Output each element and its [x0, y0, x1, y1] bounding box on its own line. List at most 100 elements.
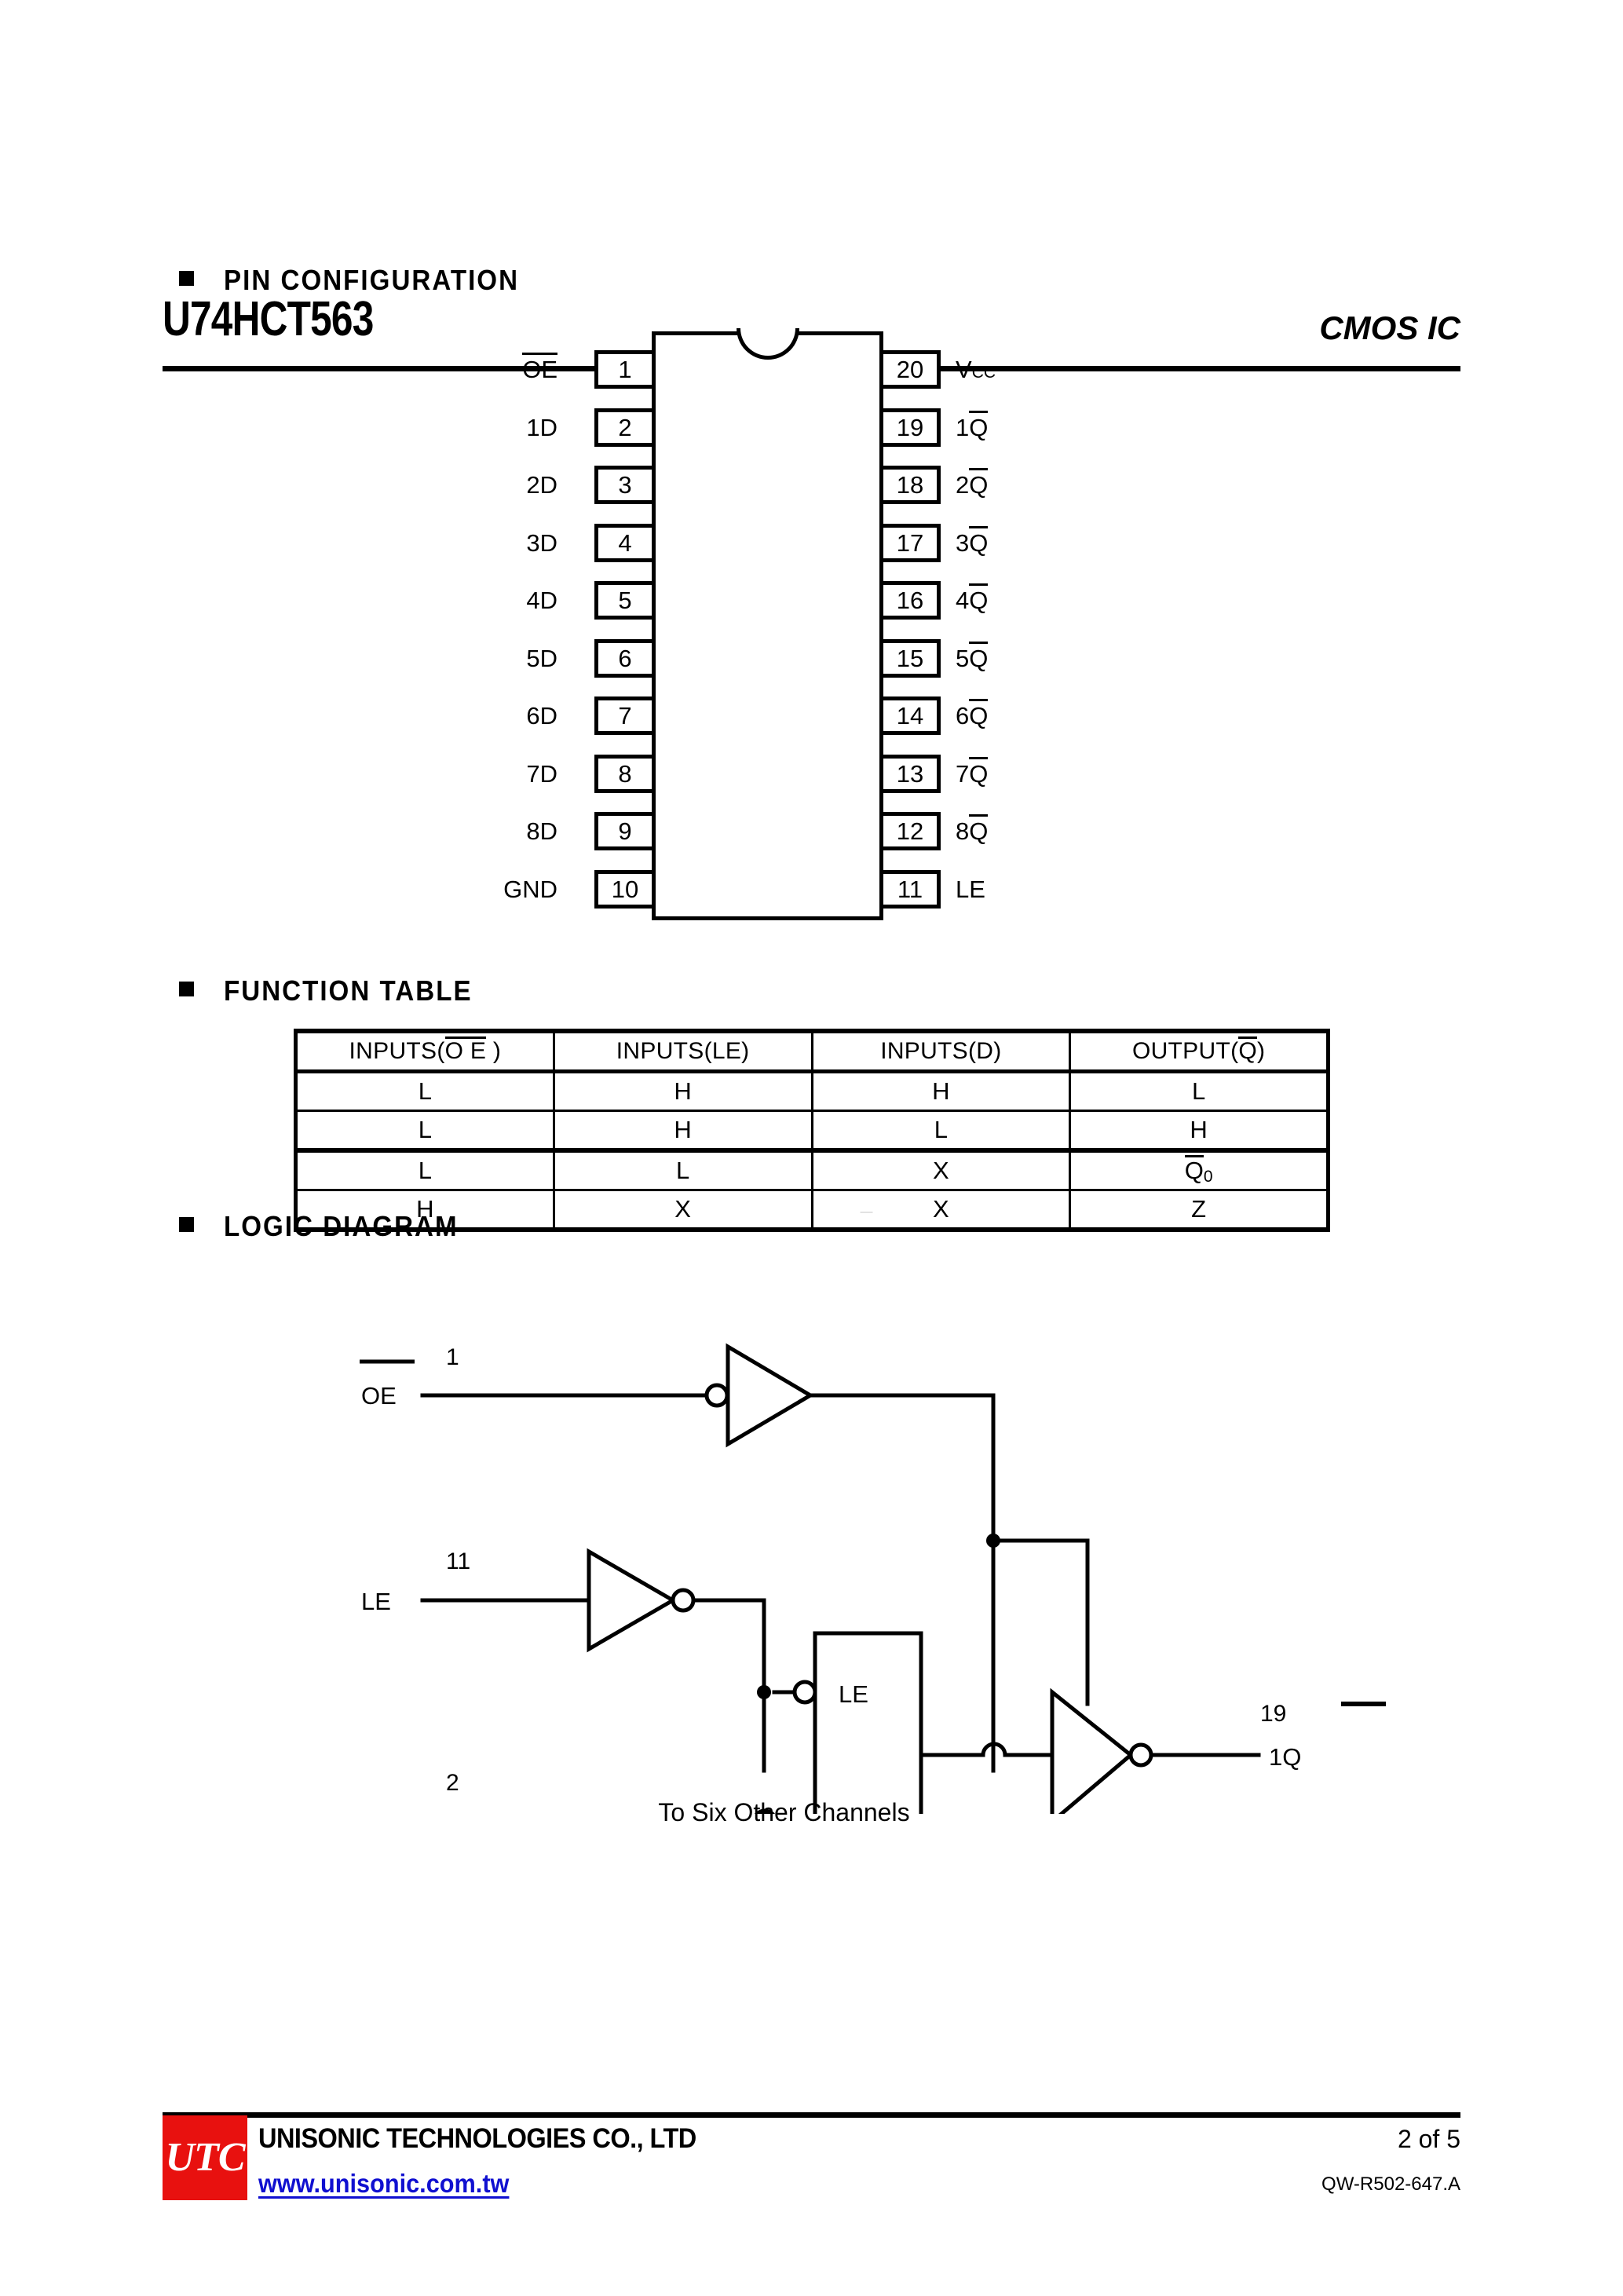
- section-heading-logic-diagram: LOGIC DIAGRAM: [179, 1210, 479, 1243]
- table-header-row: INPUTS(O E )INPUTS(LE)INPUTS(D)OUTPUT(Q): [294, 1029, 1330, 1073]
- subscript-text: CC: [971, 364, 996, 382]
- pin-box-20: 20: [879, 350, 941, 389]
- pin-label-8: 7D: [526, 759, 557, 788]
- bubble-latch1-le: [792, 1680, 817, 1705]
- pin-label-5: 4D: [526, 587, 557, 614]
- latch1-d-label: 1D: [839, 1809, 870, 1814]
- function-table-head: INPUTS(O E )INPUTS(LE)INPUTS(D)OUTPUT(Q): [294, 1029, 1330, 1073]
- pin-box-16: 16: [879, 581, 941, 620]
- bullet-icon: [179, 981, 194, 996]
- table-header-cell-2: INPUTS(D): [810, 1029, 1072, 1073]
- logic-diagram-svg: OE 1 LE 11 1D 2 2D 3 LE 1D LE 2D 19 1Q 1…: [360, 1343, 1386, 1814]
- table-cell-q: Z: [1069, 1189, 1330, 1232]
- table-cell-d: —X: [810, 1189, 1072, 1232]
- inverter-oe: [726, 1343, 814, 1448]
- pin-box-9: 9: [594, 812, 656, 850]
- document-code: QW-R502-647.A: [1321, 2174, 1460, 2195]
- pin-box-8: 8: [594, 754, 656, 793]
- wire-hop-latch1-out: [981, 1742, 1007, 1757]
- subscript-text: 0: [1203, 1168, 1213, 1186]
- pin-label-1: OE: [522, 350, 557, 389]
- overline-text: Q: [1238, 1036, 1257, 1064]
- page-title: U74HCT563: [163, 292, 374, 346]
- pin-label-10: GND: [503, 875, 557, 903]
- pin-box-6: 6: [594, 638, 656, 678]
- pin-box-19: 19: [879, 408, 941, 447]
- bubble-tristate1-output: [1128, 1742, 1153, 1768]
- pin-label-9: 8D: [526, 817, 557, 845]
- pin-label-2: 1D: [526, 413, 557, 441]
- table-header-cell-3: OUTPUT(Q): [1069, 1029, 1330, 1073]
- ld-pin-le: 11: [446, 1548, 470, 1574]
- document-category: CMOS IC: [1319, 309, 1460, 346]
- table-cell-q: L: [1069, 1070, 1330, 1112]
- ld-label-oe: OE: [361, 1382, 397, 1409]
- overline-text: Q: [969, 410, 989, 441]
- table-cell-d: L: [810, 1110, 1072, 1152]
- ld-pin-1q: 19: [1260, 1701, 1286, 1727]
- page-footer: UTC UNISONIC TECHNOLOGIES CO., LTD www.u…: [163, 2112, 1460, 2238]
- logic-diagram: OE 1 LE 11 1D 2 2D 3 LE 1D LE 2D 19 1Q 1…: [330, 1264, 1453, 1814]
- latch-box-1: [813, 1631, 923, 1814]
- pin-box-2: 2: [594, 408, 656, 447]
- pin-box-1: 1: [594, 350, 656, 389]
- function-table: INPUTS(O E )INPUTS(LE)INPUTS(D)OUTPUT(Q)…: [294, 1029, 1330, 1232]
- section-label: FUNCTION TABLE: [224, 974, 473, 1007]
- utc-logo: UTC: [163, 2115, 247, 2200]
- ld-label-1q: 1Q: [1269, 1743, 1301, 1771]
- table-cell-q: Q0: [1069, 1148, 1330, 1191]
- bullet-icon: [179, 270, 194, 286]
- table-cell-oe: L: [294, 1070, 555, 1112]
- overline-text: Q: [969, 699, 989, 729]
- utc-logo-text: UTC: [165, 2135, 246, 2180]
- pin-box-7: 7: [594, 696, 656, 735]
- overline-text: Q: [969, 583, 989, 614]
- ld-pin-1d: 2: [446, 1770, 459, 1796]
- section-heading-pin-configuration: PIN CONFIGURATION: [179, 264, 545, 297]
- bubble-le-inverter-output: [671, 1588, 696, 1613]
- tristate-inverter-1: [1050, 1687, 1134, 1814]
- six-channels-note: To Six Other Channels: [0, 1798, 1623, 1827]
- overline-text: Q: [969, 468, 989, 499]
- pin-label-4: 3D: [526, 528, 557, 557]
- table-header-cell-1: INPUTS(LE): [552, 1029, 813, 1073]
- pin-label-3: 2D: [526, 471, 557, 499]
- pin-box-5: 5: [594, 581, 656, 620]
- ld-pin-oe: 1: [446, 1344, 459, 1370]
- company-name: UNISONIC TECHNOLOGIES CO., LTD: [258, 2123, 696, 2154]
- bullet-icon: [179, 1216, 194, 1232]
- faint-dash-mark: —: [860, 1205, 873, 1219]
- inverter-le: [587, 1548, 677, 1653]
- ld-label-1d: 1D: [361, 1809, 393, 1814]
- pin-label-11: LE: [956, 875, 985, 903]
- pin-label-6: 5D: [526, 644, 557, 672]
- table-cell-le: H: [552, 1110, 813, 1152]
- junction-le-latch1: [757, 1685, 771, 1699]
- website-link[interactable]: www.unisonic.com.tw: [258, 2169, 510, 2198]
- overline-text: O E: [444, 1036, 487, 1064]
- table-cell-le: H: [552, 1070, 813, 1112]
- page-number: 2 of 5: [1397, 2125, 1460, 2153]
- wire-hop-1d: [754, 1808, 776, 1814]
- table-cell-q: H: [1069, 1110, 1330, 1152]
- pin-box-15: 15: [879, 638, 941, 678]
- overline-text: Q: [969, 641, 989, 672]
- pin-box-14: 14: [879, 696, 941, 735]
- section-label: PIN CONFIGURATION: [224, 264, 520, 296]
- table-cell-oe: L: [294, 1110, 555, 1152]
